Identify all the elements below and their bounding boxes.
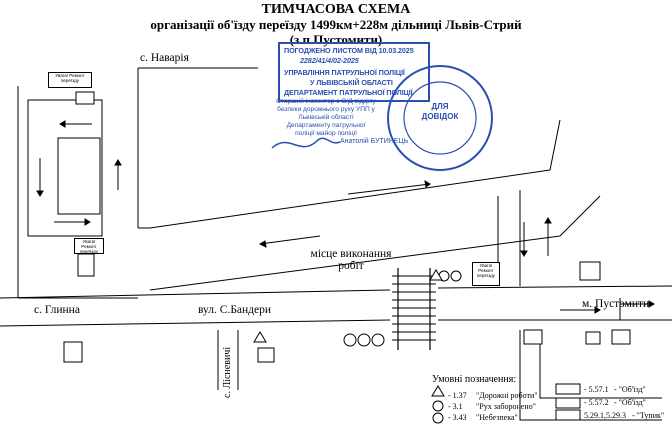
legend-item-6-label: - "Тупик" — [632, 411, 665, 420]
approval-stamp-line-3: УПРАВЛІННЯ ПАТРУЛЬНОЇ ПОЛІЦІЇ — [284, 68, 405, 77]
legend-item-5-code: - 5.57.2 — [584, 398, 609, 407]
place-lisnevychi: с. Лісневичі — [222, 346, 233, 398]
sign-note-left-mid: Увага! Ремонт переїзду — [74, 238, 104, 254]
legend-item-5-label: - "Об'їзд" — [614, 398, 646, 407]
legend-item-1-code: - 1.37 — [448, 391, 467, 400]
place-hlynna: с. Глинна — [34, 304, 80, 316]
approval-stamp-line-2: 2282/41/4/02-2025 — [300, 56, 359, 65]
round-stamp-line-2: ДОВІДОК — [421, 112, 459, 121]
work-site-line-2: робіт — [338, 260, 364, 272]
place-pustomyty: м. Пустомити — [582, 298, 650, 310]
sign-note-right: Увага! Ремонт переїзду — [472, 262, 500, 286]
signer-text: Старший інспектор з О/Д відділу безпеки … — [276, 98, 376, 137]
approval-stamp-line-4: У ЛЬВІВСЬКІЙ ОБЛАСТІ — [310, 78, 393, 87]
traffic-arrows — [36, 120, 655, 314]
round-stamp-center: ДЛЯ ДОВІДОК — [416, 102, 464, 122]
legend-item-2-code: - 3.1 — [448, 402, 463, 411]
work-site-line-1: місце виконання — [310, 248, 392, 260]
signer-name: Анатолій БУТИНЕЦЬ — [340, 138, 409, 145]
scheme-title: ТИМЧАСОВА СХЕМА — [261, 2, 411, 17]
road-outlines — [0, 67, 672, 421]
sign-note-left-top: Увага! Ремонт переїзду — [48, 72, 92, 88]
approval-stamp-line-5: ДЕПАРТАМЕНТ ПАТРУЛЬНОЇ ПОЛІЦІЇ — [284, 88, 413, 97]
place-navariia: с. Наварія — [140, 52, 189, 64]
legend-item-4-label: - "Об'їзд" — [614, 385, 646, 394]
work-site-label: місце виконання робіт — [296, 248, 406, 272]
legend-item-4-code: - 5.57.1 — [584, 385, 609, 394]
place-bandery: вул. С.Бандери — [198, 304, 272, 316]
scheme-subtitle: організації об'їзду переїзду 1499км+228м… — [150, 17, 522, 32]
round-stamp-line-1: ДЛЯ — [431, 102, 449, 111]
legend-item-2-label: "Рух заборонено" — [476, 402, 536, 411]
legend-symbols — [431, 383, 581, 424]
legend-item-6-code: 5.29.1,5.29.3 — [584, 411, 626, 420]
detour-signs — [63, 91, 631, 363]
legend-item-3-code: - 3.43 — [448, 413, 467, 422]
legend-item-1-label: "Дорожні роботи" — [476, 391, 538, 400]
railway-crossing — [392, 268, 436, 350]
signature — [271, 137, 341, 149]
legend-title: Умовні позначення: — [432, 374, 517, 385]
round-stamp — [387, 65, 493, 171]
approval-stamp: ПОГОДЖЕНО ЛИСТОМ ВІД 10.03.2025 2282/41/… — [278, 42, 430, 102]
approval-stamp-line-1: ПОГОДЖЕНО ЛИСТОМ ВІД 10.03.2025 — [284, 46, 414, 55]
legend-item-3-label: "Небезпека" — [476, 413, 518, 422]
